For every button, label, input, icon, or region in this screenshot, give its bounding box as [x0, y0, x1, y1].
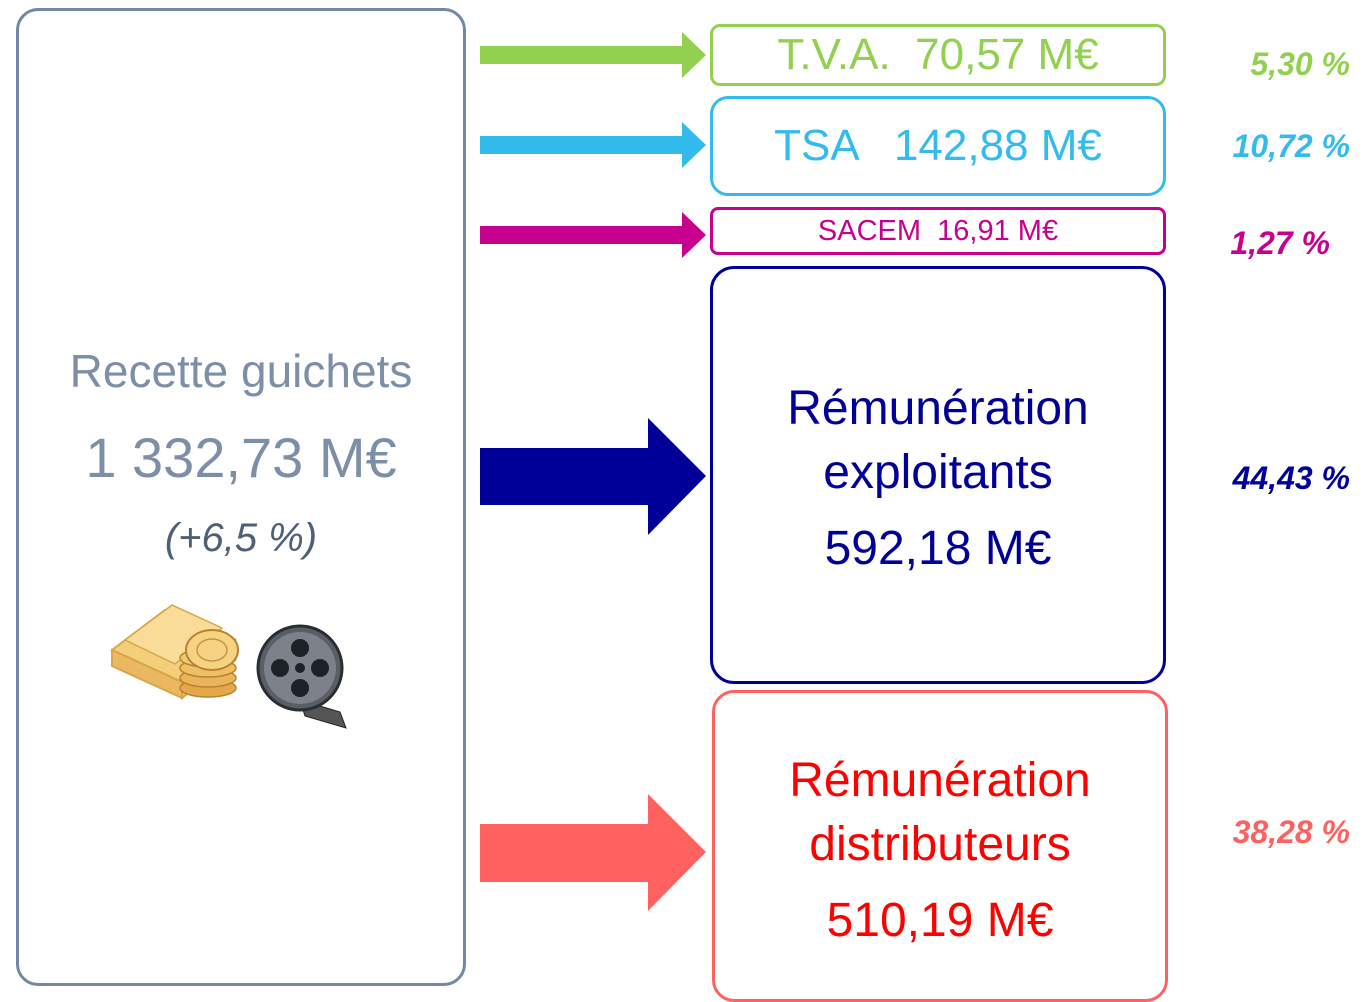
arrow-tva [480, 32, 706, 78]
sacem-box: SACEM 16,91 M€ [710, 207, 1166, 255]
source-growth: (+6,5 %) [164, 516, 318, 560]
exploitants-amount: 592,18 M€ [824, 522, 1052, 575]
source-amount: 1 332,73 M€ [85, 426, 397, 489]
exploitants-percent: 44,43 % [1232, 460, 1350, 496]
distributeurs-amount: 510,19 M€ [826, 894, 1054, 947]
distributeurs-box: Rémunération distributeurs 510,19 M€ [712, 690, 1168, 1002]
source-box [16, 8, 466, 986]
tsa-box: TSA 142,88 M€ [710, 96, 1166, 196]
tva-label: T.V.A. 70,57 M€ [777, 30, 1099, 79]
distributeurs-line2: distributeurs [809, 818, 1071, 871]
exploitants-line2: exploitants [823, 446, 1053, 499]
film-reel-icon [256, 624, 347, 729]
sacem-percent: 1,27 % [1230, 225, 1330, 261]
tva-box: T.V.A. 70,57 M€ [710, 24, 1166, 86]
arrow-tsa [480, 122, 706, 168]
distributeurs-percent: 38,28 % [1232, 814, 1350, 850]
tsa-percent: 10,72 % [1232, 128, 1350, 164]
exploitants-box: Rémunération exploitants 592,18 M€ [710, 266, 1166, 684]
source-title: Recette guichets [69, 345, 413, 397]
arrow-distributeurs [480, 794, 706, 911]
arrow-sacem [480, 212, 706, 258]
tva-percent: 5,30 % [1250, 46, 1350, 82]
sacem-label: SACEM 16,91 M€ [817, 215, 1059, 247]
distributeurs-line1: Rémunération [789, 754, 1091, 807]
arrow-exploitants [480, 418, 706, 535]
money-icon [110, 604, 239, 701]
exploitants-line1: Rémunération [787, 382, 1089, 435]
tsa-label: TSA 142,88 M€ [774, 121, 1102, 170]
